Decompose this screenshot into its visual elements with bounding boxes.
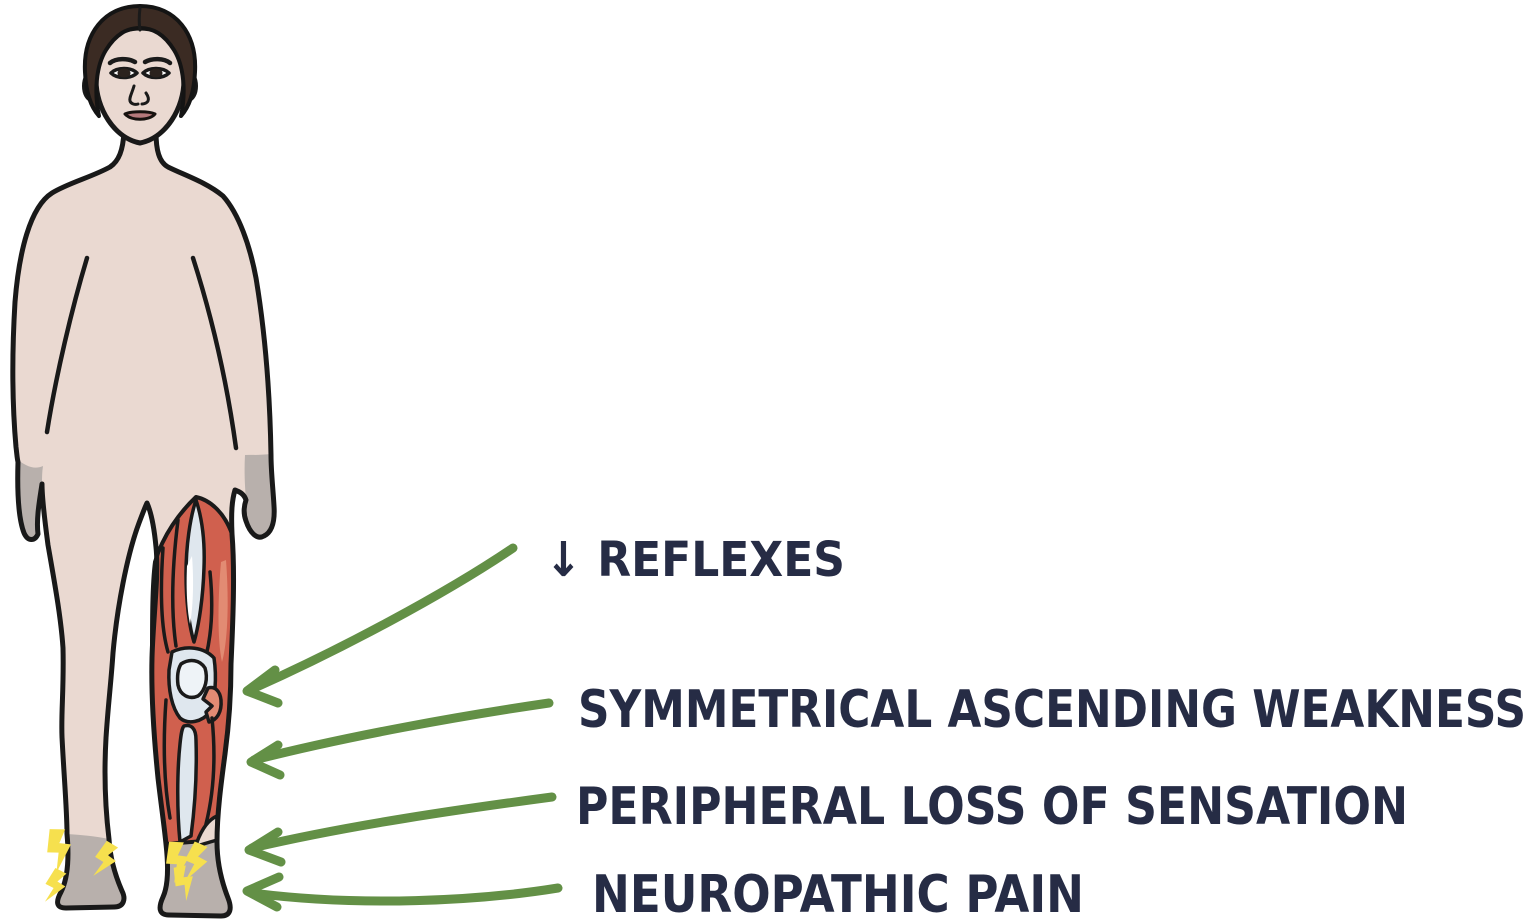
hair-part-line — [137, 6, 142, 32]
left-eyebrow — [107, 56, 138, 66]
arrow-weakness — [246, 698, 554, 780]
patella — [175, 658, 209, 700]
arrow-reflexes — [242, 543, 518, 708]
label-reflexes: ↓ REFLEXES — [545, 532, 845, 588]
labels: ↓ REFLEXES SYMMETRICAL ASCENDING WEAKNES… — [545, 532, 1526, 921]
muscle-separation-line — [171, 518, 180, 648]
arrow-line — [249, 698, 554, 765]
left-armpit-crease — [44, 255, 90, 435]
knee-small-muscle — [201, 685, 223, 724]
right-eyebrow — [142, 56, 173, 66]
patient-figure — [12, 4, 275, 916]
eyebrows — [107, 56, 173, 66]
exposed-muscle-leg — [149, 495, 236, 848]
right-iris — [149, 68, 163, 78]
arrow-sensation — [244, 792, 557, 867]
head — [82, 4, 198, 146]
label-sensation: PERIPHERAL LOSS OF SENSATION — [576, 777, 1408, 837]
arrowhead-icon — [242, 665, 283, 708]
right-glove — [244, 454, 275, 538]
nose — [128, 84, 150, 106]
arrowhead-icon — [242, 872, 284, 912]
muscle-separation-line — [159, 546, 170, 654]
label-pain: NEUROPATHIC PAIN — [592, 865, 1084, 921]
calf-separation-line — [162, 698, 172, 820]
arrow-line — [247, 883, 563, 906]
mouth — [123, 110, 157, 121]
arrow-line — [247, 792, 557, 853]
muscle-separation-line — [204, 570, 214, 658]
arrow-pain — [242, 872, 563, 912]
right-armpit-crease — [190, 255, 239, 451]
calf-separation-line — [204, 716, 216, 826]
muscle-highlight-right — [218, 560, 228, 662]
arrowhead-icon — [246, 740, 285, 780]
eyes — [109, 66, 171, 80]
tendon-white-streak — [186, 556, 194, 624]
arrow-line — [245, 543, 518, 695]
label-weakness: SYMMETRICAL ASCENDING WEAKNESS — [578, 680, 1526, 740]
tibia-tendon-band — [176, 723, 198, 844]
annotation-arrows — [242, 543, 563, 912]
arrowhead-icon — [244, 827, 286, 867]
body-skin — [12, 132, 275, 916]
left-iris — [117, 68, 131, 78]
arm-torso-creases — [44, 255, 239, 451]
